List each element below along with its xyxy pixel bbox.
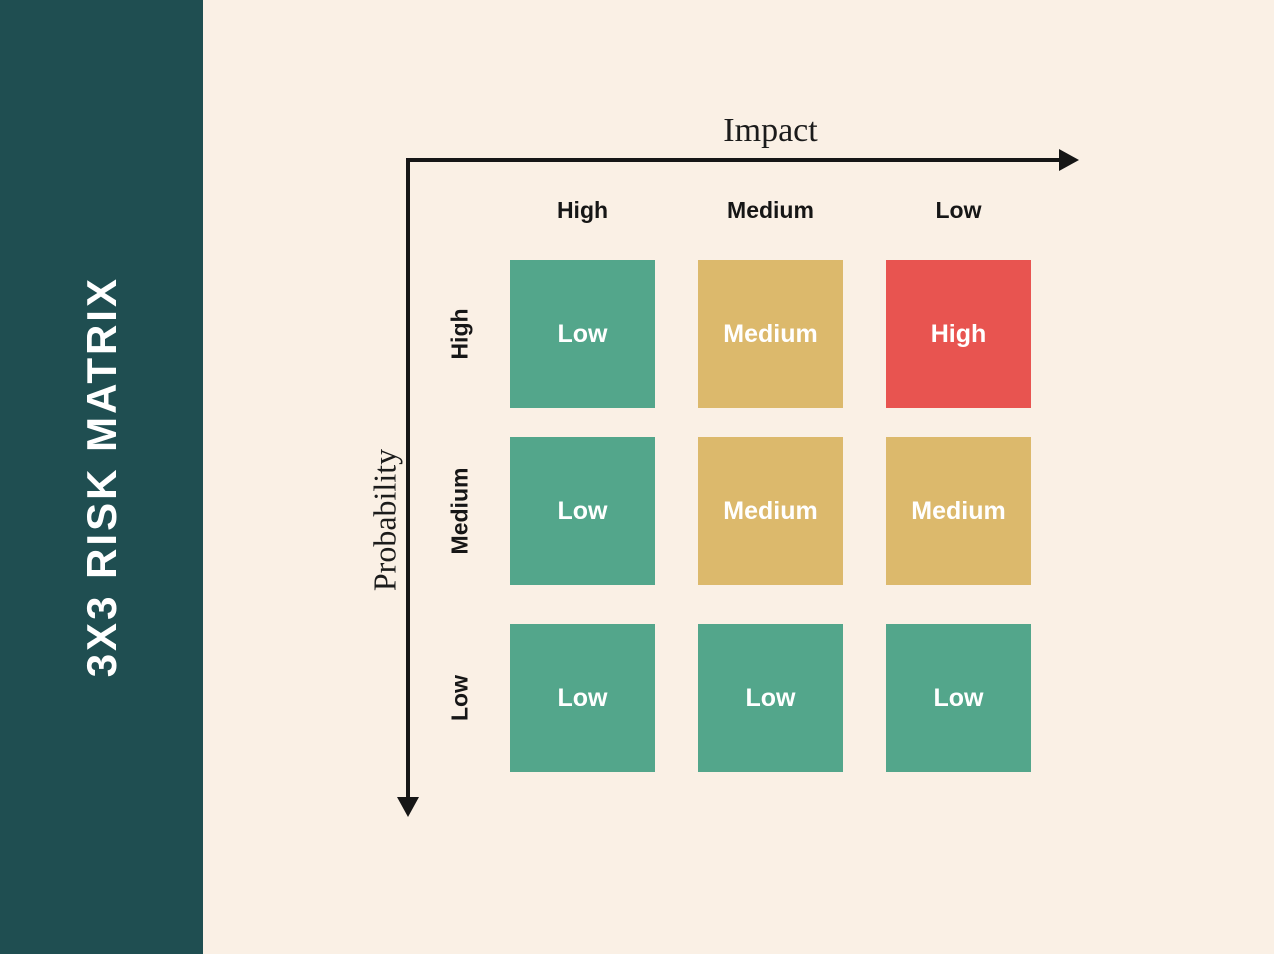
- impact-axis-label: Impact: [723, 112, 818, 149]
- matrix-row-high-probability: Low Medium High: [510, 260, 1031, 408]
- matrix-cell: Low: [886, 624, 1031, 772]
- probability-label-medium: Medium: [446, 467, 473, 555]
- impact-header-high: High: [556, 197, 609, 223]
- matrix-cell: Low: [510, 624, 655, 772]
- probability-axis-arrowhead-icon: [397, 797, 419, 817]
- matrix-cell: High: [886, 260, 1031, 408]
- impact-axis-line: [407, 158, 1062, 162]
- matrix-cell: Low: [698, 624, 843, 772]
- matrix-row-low-probability: Low Low Low: [510, 624, 1031, 772]
- probability-axis-line: [406, 158, 410, 799]
- matrix-cell: Low: [510, 437, 655, 585]
- matrix-cell: Low: [510, 260, 655, 408]
- probability-axis-label: Probability: [366, 448, 403, 592]
- risk-matrix-grid: Low Medium High Low Medium Medium Low Lo…: [510, 260, 1031, 772]
- matrix-cell: Medium: [886, 437, 1031, 585]
- matrix-cell: Medium: [698, 437, 843, 585]
- matrix-cell: Medium: [698, 260, 843, 408]
- impact-header-low: Low: [935, 197, 982, 223]
- probability-label-high: High: [446, 308, 473, 360]
- page-title: 3X3 RISK MATRIX: [77, 276, 125, 678]
- probability-label-low: Low: [446, 675, 473, 721]
- matrix-row-medium-probability: Low Medium Medium: [510, 437, 1031, 585]
- impact-axis-arrowhead-icon: [1059, 149, 1079, 171]
- title-sidebar: 3X3 RISK MATRIX: [0, 0, 203, 954]
- impact-header-medium: Medium: [727, 197, 814, 223]
- impact-level-headers: High Medium Low: [510, 197, 1031, 224]
